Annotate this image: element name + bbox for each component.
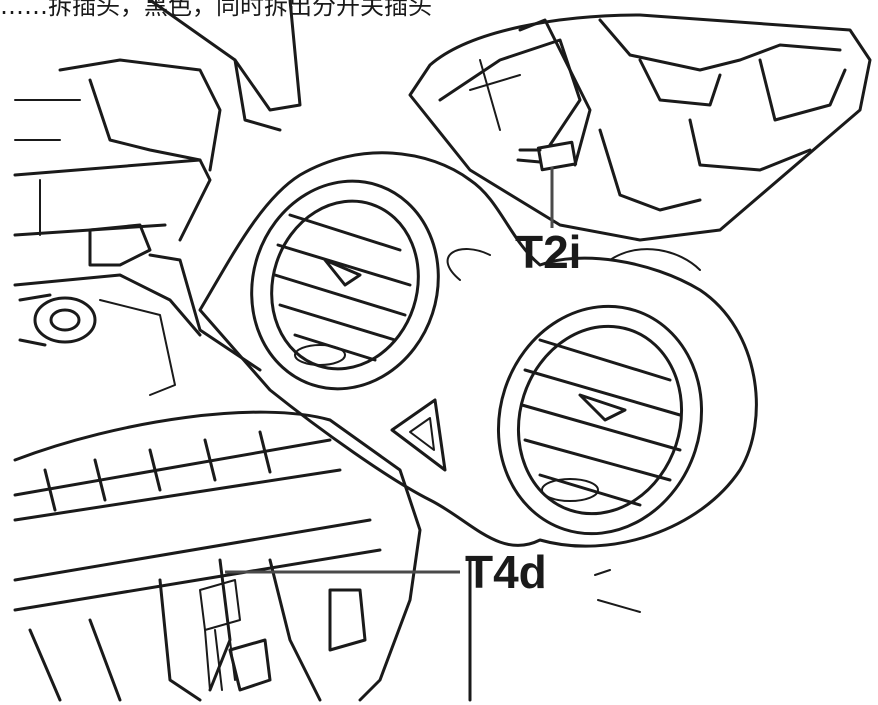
right-air-vent bbox=[496, 304, 704, 536]
callout-t4d: T4d bbox=[225, 546, 547, 598]
t4d-label: T4d bbox=[465, 546, 547, 598]
callout-t2i: T2i bbox=[515, 167, 581, 278]
lower-switch-housing bbox=[13, 410, 472, 702]
center-dash-panel bbox=[198, 151, 758, 548]
left-air-vent bbox=[250, 179, 440, 391]
figure-caption: ……拆插头，黑色，同时拆出分开关插头 bbox=[0, 0, 432, 20]
hazard-switch bbox=[390, 398, 447, 472]
t2i-connector bbox=[536, 140, 578, 172]
switch-recess-housing bbox=[408, 13, 872, 242]
t4d-connector bbox=[199, 579, 241, 631]
t2i-label: T2i bbox=[515, 226, 581, 278]
steering-column-assembly bbox=[13, 0, 302, 396]
